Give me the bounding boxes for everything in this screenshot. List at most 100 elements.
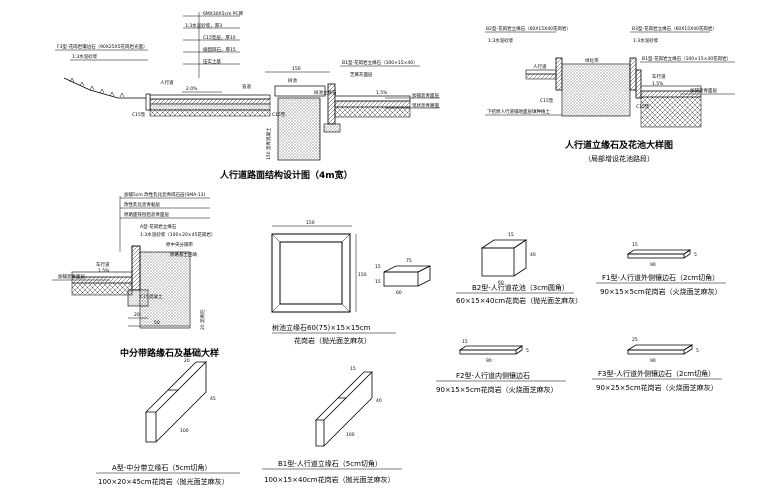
a-label: A型-中分带立缘石（5cm切角） bbox=[112, 463, 211, 472]
f3-material: 90×25×5cm花岗岩（火烧面芝麻灰） bbox=[596, 383, 718, 392]
b2-curb-label: B2型-花岗岩立缘石（60X15X40花岗岩） bbox=[486, 25, 571, 32]
median-lane-label: 车行道 bbox=[96, 261, 110, 268]
c15-label-right: C15垫 bbox=[540, 97, 554, 104]
c15-label-left: C15垫 bbox=[132, 111, 146, 118]
median-callout-1: 加铺5cm 改性乳化沥青碎石层(SMA-13) bbox=[124, 191, 205, 198]
f2-dim-c: 90 bbox=[486, 358, 492, 364]
a-material: 100×20×45cm花岗岩（抛光面芝麻灰） bbox=[98, 477, 229, 486]
c15-label-mid: C15垫 bbox=[272, 111, 286, 118]
median-callout-6: 原中央分隔带 bbox=[166, 241, 193, 248]
b1-material: 100×15×40cm花岗岩（抛光面芝麻灰） bbox=[264, 475, 395, 484]
a-dim-c: 100 bbox=[180, 428, 189, 434]
mortar-label: 1:3水泥砂浆 bbox=[488, 37, 514, 44]
blind-path-label: 盲道 bbox=[242, 83, 251, 90]
callout-2: 1:3水泥砂浆，厚3 bbox=[185, 22, 222, 29]
median-callout-3: 原路面铣刨后沥青面层 bbox=[124, 211, 169, 218]
b2-dim-a: 15 bbox=[508, 232, 514, 238]
f1-label: F1型-人行道外侧镶边石（2cm切角） bbox=[602, 273, 719, 282]
left-mortar-label: 1:3水泥砂浆 bbox=[72, 53, 98, 60]
tree-pit-label: 树池立缘石60(75)×15×15cm bbox=[272, 323, 371, 332]
vertical-label: 150 沥青混凝土 bbox=[265, 127, 272, 160]
tree-dim-a: 75 bbox=[406, 258, 412, 264]
slope-label-right: 1.5% bbox=[652, 81, 664, 87]
tree-dim-top: 150 bbox=[306, 220, 315, 226]
asphalt-label: 现状沥青路面 bbox=[412, 102, 439, 109]
f3-label: F3型-人行道外侧镶边石（2cm切角） bbox=[598, 369, 715, 378]
callout-5: 压实土基 bbox=[203, 58, 221, 65]
f1-edge-block: 15 5 90 F1型-人行道外侧镶边石（2cm切角） 90×15×5cm花岗岩… bbox=[596, 242, 726, 296]
sidewalk-structure-section: 6MX30X5cm PC砖 1:3水泥砂浆，厚3 C15垫层，厚10 级配碎石，… bbox=[55, 10, 440, 181]
b2-dim-c: 60 bbox=[498, 280, 504, 286]
tree-curb-label: 树池立缘石 bbox=[314, 89, 337, 96]
sidewalk-label-right: 人行道 bbox=[533, 63, 547, 70]
median-callout-2: 改性乳化沥青黏层 bbox=[124, 201, 160, 208]
f1-dim-a: 15 bbox=[632, 242, 638, 248]
b3-curb-label: B3型-花岗岩立缘石（60X15X40花岗岩） bbox=[632, 25, 717, 32]
b2-label: B2型-人行道花池（3cm圆角） bbox=[472, 283, 569, 292]
median-dim-50: 50 bbox=[154, 320, 160, 326]
sidewalk-label: 人行道 bbox=[160, 79, 174, 86]
median-vertical-label: 20 沥青砼 bbox=[199, 309, 206, 330]
f1-dim-c: 90 bbox=[650, 262, 656, 268]
f2-dim-a: 15 bbox=[462, 339, 468, 345]
tree-dim-side: 150 bbox=[358, 272, 367, 278]
f1-material: 90×15×5cm花岗岩（火烧面芝麻灰） bbox=[600, 287, 722, 296]
b1-curb-label: B1型-花岗岩立缘石（100×15×40） bbox=[342, 59, 418, 66]
f2-label: F2型-人行道内侧镶边石 bbox=[456, 371, 530, 380]
callout-1: 6MX30X5cm PC砖 bbox=[203, 10, 244, 17]
reinforced-label-right: 加铺沥青面层 bbox=[690, 87, 717, 94]
mortar-label-right: 1:3水泥砂浆 bbox=[633, 37, 659, 44]
tree-dim-b: 60 bbox=[396, 290, 402, 296]
b1-dim-b: 40 bbox=[376, 398, 382, 404]
median-slope-label: 1.5% bbox=[98, 268, 110, 274]
b1-label: B1型-人行道立缘石（5cm切角） bbox=[278, 459, 382, 468]
median-callout-5: 1:3水泥砂浆（100×20×45花岗岩） bbox=[140, 231, 215, 238]
f1-dim-b: 5 bbox=[694, 252, 697, 258]
callout-stack: 6MX30X5cm PC砖 1:3水泥砂浆，厚3 C15垫层，厚10 级配碎石，… bbox=[183, 10, 244, 78]
planter-label: 绿化带 bbox=[585, 57, 599, 64]
f2-material: 90×15×5cm花岗岩（火烧面芝麻灰） bbox=[436, 385, 558, 394]
f2-edge-block: 15 5 90 F2型-人行道内侧镶边石 90×15×5cm花岗岩（火烧面芝麻灰… bbox=[436, 339, 566, 394]
reinforced-label: 加铺沥青面层 bbox=[412, 92, 439, 99]
tree-pit-label: 树池 bbox=[288, 77, 297, 84]
median-c15-label: C15混凝土 bbox=[140, 293, 163, 300]
lawn-label: 芝麻灰面层 bbox=[350, 71, 373, 78]
section-title-median: 中分带路缘石及基础大样 bbox=[120, 347, 219, 359]
slope-label: 2.0% bbox=[186, 86, 198, 92]
slope2-label: 1.5% bbox=[376, 90, 388, 96]
f3-edge-block: 25 5 90 F3型-人行道外侧镶边石（2cm切角） 90×25×5cm花岗岩… bbox=[592, 337, 722, 392]
b1-dim-a: 15 bbox=[350, 366, 356, 372]
b2-material: 60×15×40cm花岗岩（抛光面芝麻灰） bbox=[456, 296, 582, 305]
note-label: 下挖原人行道铺地面层填种植土 bbox=[487, 108, 550, 115]
tree-dim-d: 15 bbox=[375, 279, 381, 285]
median-callout-4: A型-花岗岩立缘石 bbox=[140, 223, 177, 230]
tree-pit-plan: 150 150 75 60 15 15 树池立缘石60(75)×15×15cm … bbox=[271, 220, 431, 345]
c15-label-right2: C15垫 bbox=[636, 103, 650, 110]
f3-dim-b: 5 bbox=[696, 348, 699, 354]
section-subtitle-right: （局部增设花池路段） bbox=[584, 154, 654, 163]
f3-dim-c: 90 bbox=[650, 358, 656, 364]
tree-dim-c: 15 bbox=[375, 264, 381, 270]
callout-3: C15垫层，厚10 bbox=[203, 34, 236, 41]
b1-dim-c: 100 bbox=[346, 432, 355, 438]
b2-dim-b: 40 bbox=[530, 252, 536, 258]
callout-4: 级配碎石，厚15 bbox=[203, 46, 236, 53]
a-dim-b: 45 bbox=[210, 396, 216, 402]
b2-planter-block: 15 40 60 B2型-人行道花池（3cm圆角） 60×15×40cm花岗岩（… bbox=[456, 232, 582, 305]
a-type-curb-block: 20 45 100 A型-中分带立缘石（5cm切角） 100×20×45cm花岗… bbox=[96, 358, 240, 486]
section-title-left: 人行道路面结构设计图（4m宽） bbox=[219, 169, 353, 181]
a-dim-a: 20 bbox=[184, 358, 190, 364]
median-reinforced-label: 加铺沥青面层 bbox=[58, 273, 85, 280]
f2-dim-b: 5 bbox=[526, 348, 529, 354]
tree-pit-material: 花岗岩（抛光面芝麻灰） bbox=[294, 336, 371, 345]
b1-type-curb-block: 15 40 100 B1型-人行道立缘石（5cm切角） 100×15×40cm花… bbox=[262, 366, 402, 484]
section-title-right: 人行道立缘石及花池大样图 bbox=[564, 139, 673, 151]
lane-label-right: 车行道 bbox=[652, 73, 666, 80]
median-curb-section: 加铺5cm 改性乳化沥青碎石层(SMA-13) 改性乳化沥青黏层 原路面铣刨后沥… bbox=[52, 191, 219, 359]
width-dim: 150 bbox=[292, 66, 301, 72]
left-curb-label: F3型-花岗岩镶边石（90X25X5花岗岩光面） bbox=[57, 43, 148, 50]
planter-curb-section: B2型-花岗岩立缘石（60X15X40花岗岩） B3型-花岗岩立缘石（60X15… bbox=[485, 25, 735, 163]
median-dim-20: 20 bbox=[134, 312, 140, 318]
